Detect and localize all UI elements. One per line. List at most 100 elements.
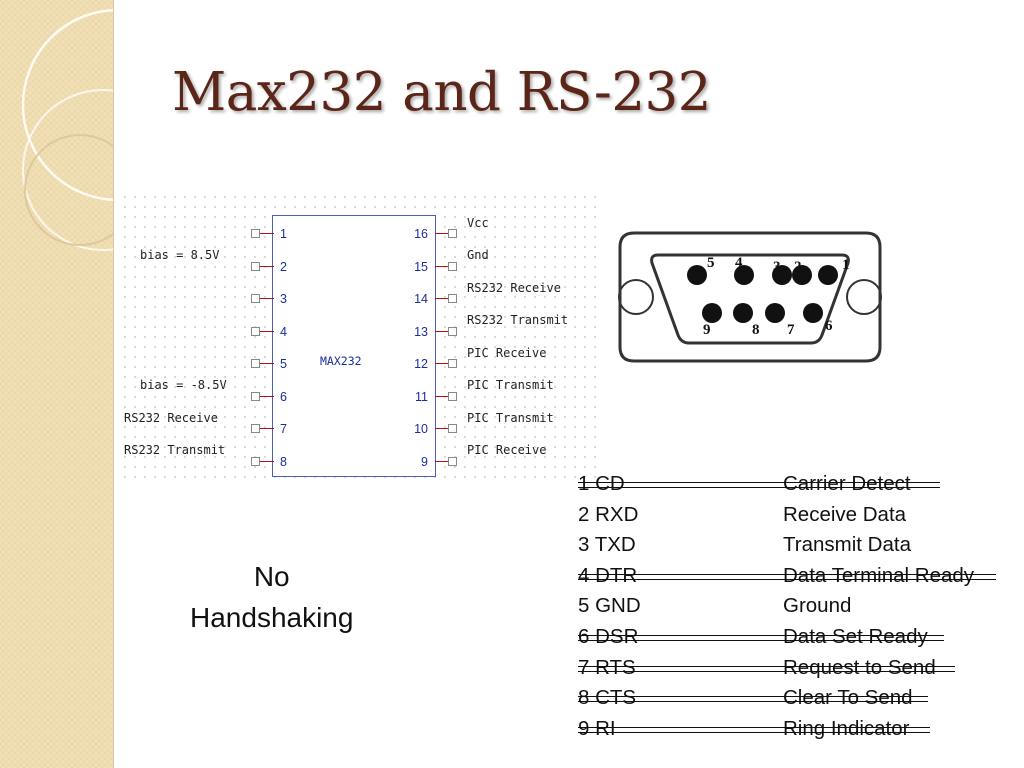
pin-4-dot xyxy=(734,265,754,285)
chip-pin-label: 4 xyxy=(280,325,287,339)
signal-label-pic-transmit: PIC Transmit xyxy=(467,411,554,425)
signal-label-gnd: Gnd xyxy=(467,248,489,262)
pin-terminal xyxy=(448,359,457,368)
pin-lead xyxy=(252,266,274,267)
decorative-side-band xyxy=(0,0,114,768)
chip-pin-label: 11 xyxy=(415,390,428,404)
pin-terminal xyxy=(448,327,457,336)
chip-pin-label: 7 xyxy=(280,422,287,436)
pin-lead xyxy=(252,233,274,234)
chip-pin-label: 13 xyxy=(414,325,428,339)
pin-5-dot xyxy=(687,265,707,285)
max232-schematic: MAX232 1 2 3 4 5 6 7 8 16 15 14 13 12 11… xyxy=(120,192,602,482)
chip-pin-label: 9 xyxy=(421,455,428,469)
chip-pin-label: 3 xyxy=(280,292,287,306)
pin-9-dot xyxy=(702,303,722,323)
chip-pin-label: 8 xyxy=(280,455,287,469)
signal-label-pic-receive: PIC Receive xyxy=(467,443,547,457)
pinout-description: Data Terminal Ready xyxy=(783,563,975,587)
pin-3-dot xyxy=(772,265,792,285)
pin-1-dot xyxy=(818,265,838,285)
signal-label-rs232-transmit: RS232 Transmit xyxy=(467,313,569,327)
pinout-description: Data Set Ready xyxy=(783,624,928,648)
connector-shell xyxy=(618,231,882,363)
pinout-pin: 4 DTR xyxy=(578,563,638,587)
pin-number-label: 6 xyxy=(825,318,833,334)
pin-terminal xyxy=(448,294,457,303)
pin-lead xyxy=(435,266,457,267)
note-line-1: No xyxy=(253,561,290,592)
pinout-pin: 6 DSR xyxy=(578,624,639,648)
signal-label-vcc: Vcc xyxy=(467,216,489,230)
pin-terminal xyxy=(251,359,260,368)
chip-pin-label: 16 xyxy=(414,227,428,241)
signal-label-rs232-transmit: RS232 Transmit xyxy=(124,443,226,457)
pinout-description: Request to Send xyxy=(783,655,936,679)
pinout-description: Ground xyxy=(783,594,852,618)
signal-label-pic-transmit: PIC Transmit xyxy=(467,378,554,392)
strikethrough-line xyxy=(578,634,944,641)
strikethrough-line xyxy=(578,696,928,703)
pinout-pin: 2 RXD xyxy=(578,502,639,526)
pin-terminal xyxy=(251,327,260,336)
pinout-pin: 8 CTS xyxy=(578,686,637,710)
pinout-pin: 1 CD xyxy=(578,472,625,495)
pinout-pin: 5 GND xyxy=(578,594,641,618)
pin-lead xyxy=(435,461,457,462)
chip-pin-label: 10 xyxy=(414,422,428,436)
signal-label-bias-negative: bias = -8.5V xyxy=(140,378,227,392)
pin-lead xyxy=(435,428,457,429)
pin-lead xyxy=(435,331,457,332)
pinout-description: Ring Indicator xyxy=(783,716,910,740)
pin-lead xyxy=(252,331,274,332)
strikethrough-line xyxy=(578,726,930,733)
pin-lead xyxy=(435,233,457,234)
chip-label: MAX232 xyxy=(320,354,362,368)
mounting-hole-left xyxy=(618,279,654,315)
pin-terminal xyxy=(251,262,260,271)
max232-chip: MAX232 1 2 3 4 5 6 7 8 16 15 14 13 12 11… xyxy=(272,215,436,477)
pin-terminal xyxy=(448,229,457,238)
pin-terminal xyxy=(251,424,260,433)
strikethrough-line xyxy=(578,665,955,672)
pin-lead xyxy=(252,363,274,364)
pin-lead xyxy=(252,428,274,429)
signal-label-rs232-receive: RS232 Receive xyxy=(467,281,561,295)
pin-number-label: 9 xyxy=(703,322,711,338)
pinout-pin: 9 RI xyxy=(578,716,616,740)
chip-pin-label: 5 xyxy=(280,357,287,371)
pin-lead xyxy=(435,363,457,364)
strikethrough-line xyxy=(578,482,940,488)
pin-number-label: 5 xyxy=(707,255,715,271)
pin-number-label: 8 xyxy=(752,322,760,338)
chip-pin-label: 14 xyxy=(414,292,428,306)
note-line-2: Handshaking xyxy=(190,602,354,633)
chip-pin-label: 15 xyxy=(414,260,428,274)
signal-label-bias-positive: bias = 8.5V xyxy=(140,248,220,262)
pin-7-dot xyxy=(765,303,785,323)
signal-label-pic-receive: PIC Receive xyxy=(467,346,547,360)
pin-terminal xyxy=(448,392,457,401)
db9-connector: 5 4 3 2 1 9 8 7 6 xyxy=(618,231,882,363)
chip-pin-label: 12 xyxy=(414,357,428,371)
pinout-pin: 7 RTS xyxy=(578,655,636,679)
pin-terminal xyxy=(251,457,260,466)
pin-terminal xyxy=(251,294,260,303)
strikethrough-line xyxy=(578,573,996,580)
pinout-description: Receive Data xyxy=(783,502,907,526)
pin-terminal xyxy=(448,424,457,433)
pinout-description: Transmit Data xyxy=(783,533,911,557)
pin-terminal xyxy=(448,262,457,271)
chip-pin-label: 2 xyxy=(280,260,287,274)
decorative-rings xyxy=(0,0,113,768)
pinout-pin: 3 TXD xyxy=(578,533,636,557)
pin-lead xyxy=(252,298,274,299)
pin-2-dot xyxy=(792,265,812,285)
pin-number-label: 1 xyxy=(842,257,850,273)
handshaking-note: No Handshaking xyxy=(190,556,353,638)
pin-terminal xyxy=(251,229,260,238)
signal-label-rs232-receive: RS232 Receive xyxy=(124,411,218,425)
pin-lead xyxy=(435,396,457,397)
pin-lead xyxy=(435,298,457,299)
chip-pin-label: 1 xyxy=(280,227,287,241)
